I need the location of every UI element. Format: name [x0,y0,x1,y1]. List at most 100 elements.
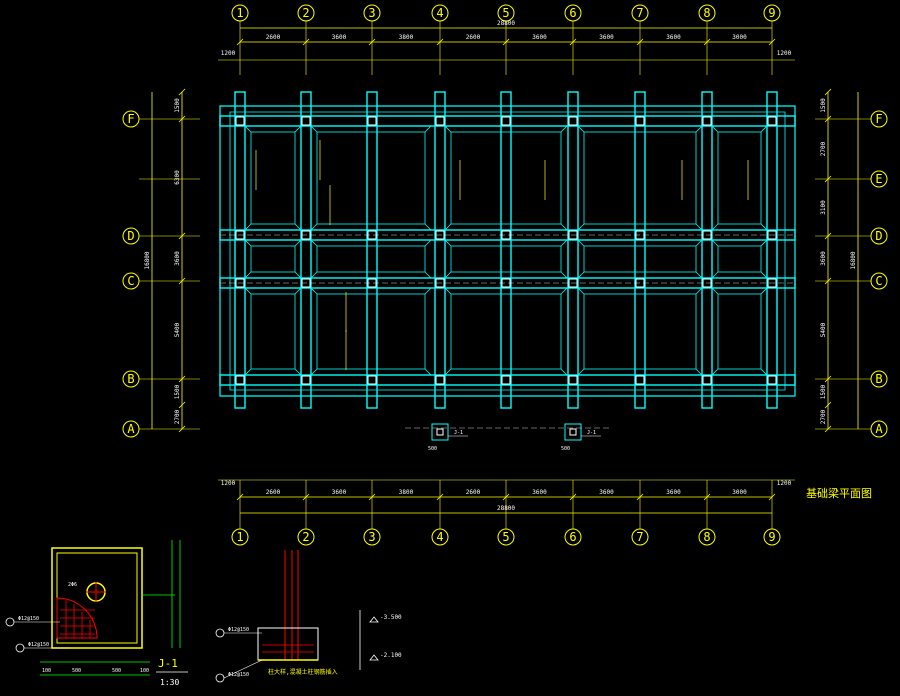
column-2F [301,116,311,126]
panel-haunch [310,239,318,247]
panel-haunch [560,239,568,247]
dim-right-overall-label: 16800 [850,251,857,269]
callout-label: J-1 [454,430,463,436]
beam-v-5 [500,91,512,409]
dim-bottom-tick [436,493,444,501]
panel-haunch [424,368,432,376]
dim-bottom-span-label: 3600 [599,489,614,496]
footing-mark: 2Φ6 [68,582,77,588]
dim-bottom-tick [368,493,376,501]
panel-haunch [760,125,768,133]
panel-haunch [310,287,318,295]
dim-right-tick [824,401,832,409]
dim-right-span-label: 1500 [820,384,827,399]
panel-haunch [711,368,719,376]
panel-haunch [577,368,585,376]
column-7B [635,375,645,385]
dim-left-tick [178,115,186,123]
panel-1-2 [316,293,426,370]
panel-haunch [695,125,703,133]
dim-top-overall-label: 28800 [497,20,515,27]
column-6F [568,116,578,126]
panel-haunch [424,239,432,247]
dim-left-span-label: 1500 [174,384,181,399]
beam-v-7 [634,91,646,409]
dim-right-tick [824,277,832,285]
footing-dim-4: 100 [140,668,149,674]
dim-top-span-label: 3000 [732,34,747,41]
panel-haunch [444,368,452,376]
dim-right-span-label: 2700 [820,141,827,156]
dim-right-tick [824,375,832,383]
axis-top-1-label: 1 [236,6,243,20]
footing-dim-1: 100 [42,668,51,674]
elevation-2: -2.100 [380,652,402,659]
panel-haunch [244,223,252,231]
dim-bottom-span-label: 3800 [399,489,414,496]
panel-haunch [294,223,302,231]
column-2B [301,375,311,385]
column-6B [568,375,578,385]
dim-top-span-label: 2600 [266,34,281,41]
column-3F [367,116,377,126]
axis-bottom-2-label: 2 [302,530,309,544]
panel-haunch [244,368,252,376]
panel-haunch [560,125,568,133]
dim-right-tick [824,175,832,183]
axis-right-C-label: C [875,274,882,288]
dim-top-tick [436,38,444,46]
column-4B [435,375,445,385]
panel-haunch [711,271,719,279]
panel-4-2 [717,293,762,370]
panel-haunch [310,271,318,279]
panel-4-1 [717,245,762,273]
panel-haunch [695,287,703,295]
beam-v-8 [701,91,713,409]
dim-left-tick [178,425,186,433]
dim-right-span-label: 2700 [820,409,827,424]
dim-bottom-tick [768,493,776,501]
panel-haunch [444,223,452,231]
panel-2-0 [450,131,562,225]
panel-haunch [695,239,703,247]
panel-haunch [424,223,432,231]
footing-rebar-2: Φ12@150 [28,642,49,648]
dim-bottom-tick [569,493,577,501]
dim-bottom-span-label: 3000 [732,489,747,496]
edge-offset-label: 1200 [777,480,792,487]
panel-haunch [294,239,302,247]
dim-right-tick [824,425,832,433]
column-1B [235,375,245,385]
dim-right-tick [824,232,832,240]
slab-outline [219,105,796,397]
panel-1-0 [316,131,426,225]
axis-bottom-5-label: 5 [502,530,509,544]
panel-haunch [424,271,432,279]
panel-haunch [577,271,585,279]
axis-left-D-label: D [127,229,134,243]
dim-bottom-span-label: 2600 [466,489,481,496]
column-9B [767,375,777,385]
edge-offset-label: 1200 [777,50,792,57]
dim-right-span-label: 5400 [820,322,827,337]
footing-scale: 1:30 [160,678,179,687]
panel-haunch [424,125,432,133]
panel-haunch [310,125,318,133]
panel-0-0 [250,131,296,225]
panel-haunch [760,239,768,247]
panel-4-0 [717,131,762,225]
panel-haunch [294,287,302,295]
beam-v-6 [567,91,579,409]
callout-label: J-1 [587,430,596,436]
column-4F [435,116,445,126]
footing-dim: 500 [561,446,570,452]
panel-haunch [577,287,585,295]
dim-bottom-overall-label: 28800 [497,505,515,512]
dim-bottom-tick [302,493,310,501]
dim-top-tick [768,38,776,46]
panel-0-2 [250,293,296,370]
axis-left-B-label: B [127,372,134,386]
